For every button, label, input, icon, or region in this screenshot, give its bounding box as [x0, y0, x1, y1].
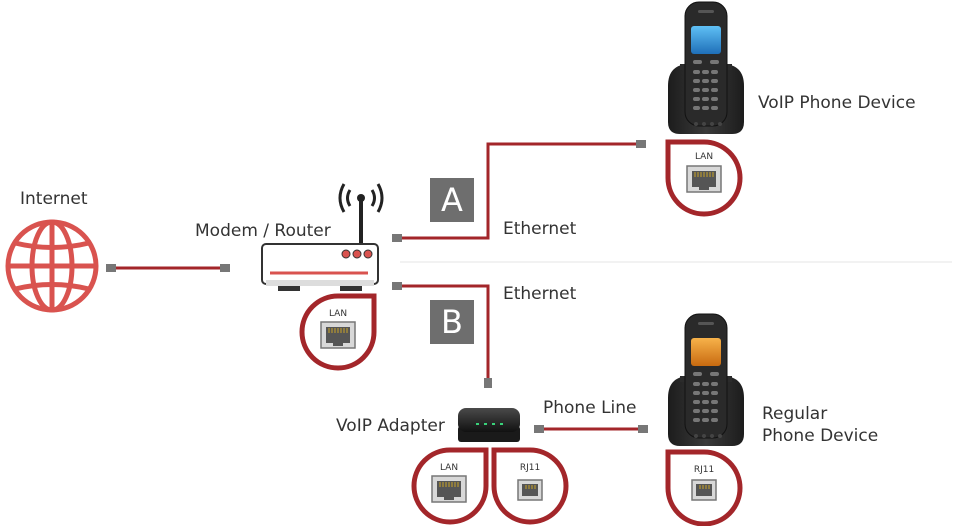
option-a-badge: A — [430, 178, 474, 222]
router-lan-label: LAN — [329, 309, 347, 319]
voip-phone-lan-port-callout: LAN — [665, 139, 743, 217]
regular-phone-label-line1: Regular — [762, 404, 828, 424]
regular-phone-label-line2: Phone Device — [762, 426, 879, 446]
internet-label: Internet — [20, 189, 88, 209]
ethernet-b-label: Ethernet — [503, 284, 577, 304]
regular-phone-device-icon — [668, 313, 744, 446]
voip-adapter-icon — [458, 408, 520, 442]
regular-phone-rj11-port-callout: RJ11 — [665, 449, 743, 526]
adapter-lan-label: LAN — [440, 463, 458, 473]
voip-adapter-label: VoIP Adapter — [336, 416, 445, 436]
ethernet-a-label: Ethernet — [503, 219, 577, 239]
ethernet-port-icon — [686, 165, 722, 193]
voip-phone-device-icon — [668, 1, 744, 134]
cable-ethernet-a — [392, 140, 646, 242]
globe-icon — [5, 219, 99, 313]
ethernet-port-icon — [320, 321, 356, 349]
regular-phone-rj11-label: RJ11 — [694, 465, 714, 475]
router-lan-port-callout: LAN — [299, 293, 377, 371]
cable-ethernet-b — [392, 282, 492, 388]
option-b-badge: B — [430, 300, 474, 344]
voip-phone-label: VoIP Phone Device — [758, 93, 916, 113]
ethernet-port-icon — [431, 475, 467, 503]
wifi-router-icon — [261, 183, 384, 291]
voip-phone-lan-label: LAN — [695, 152, 713, 162]
phone-line-label: Phone Line — [543, 398, 637, 418]
cable-internet-router — [106, 264, 230, 272]
rj11-port-icon — [691, 479, 717, 501]
rj11-port-icon — [517, 479, 543, 501]
adapter-lan-port-callout: LAN — [411, 447, 489, 525]
adapter-rj11-port-callout: RJ11 — [491, 447, 569, 525]
modem-router-label: Modem / Router — [195, 221, 331, 241]
adapter-rj11-label: RJ11 — [520, 463, 540, 473]
cable-phone-line — [534, 425, 648, 433]
